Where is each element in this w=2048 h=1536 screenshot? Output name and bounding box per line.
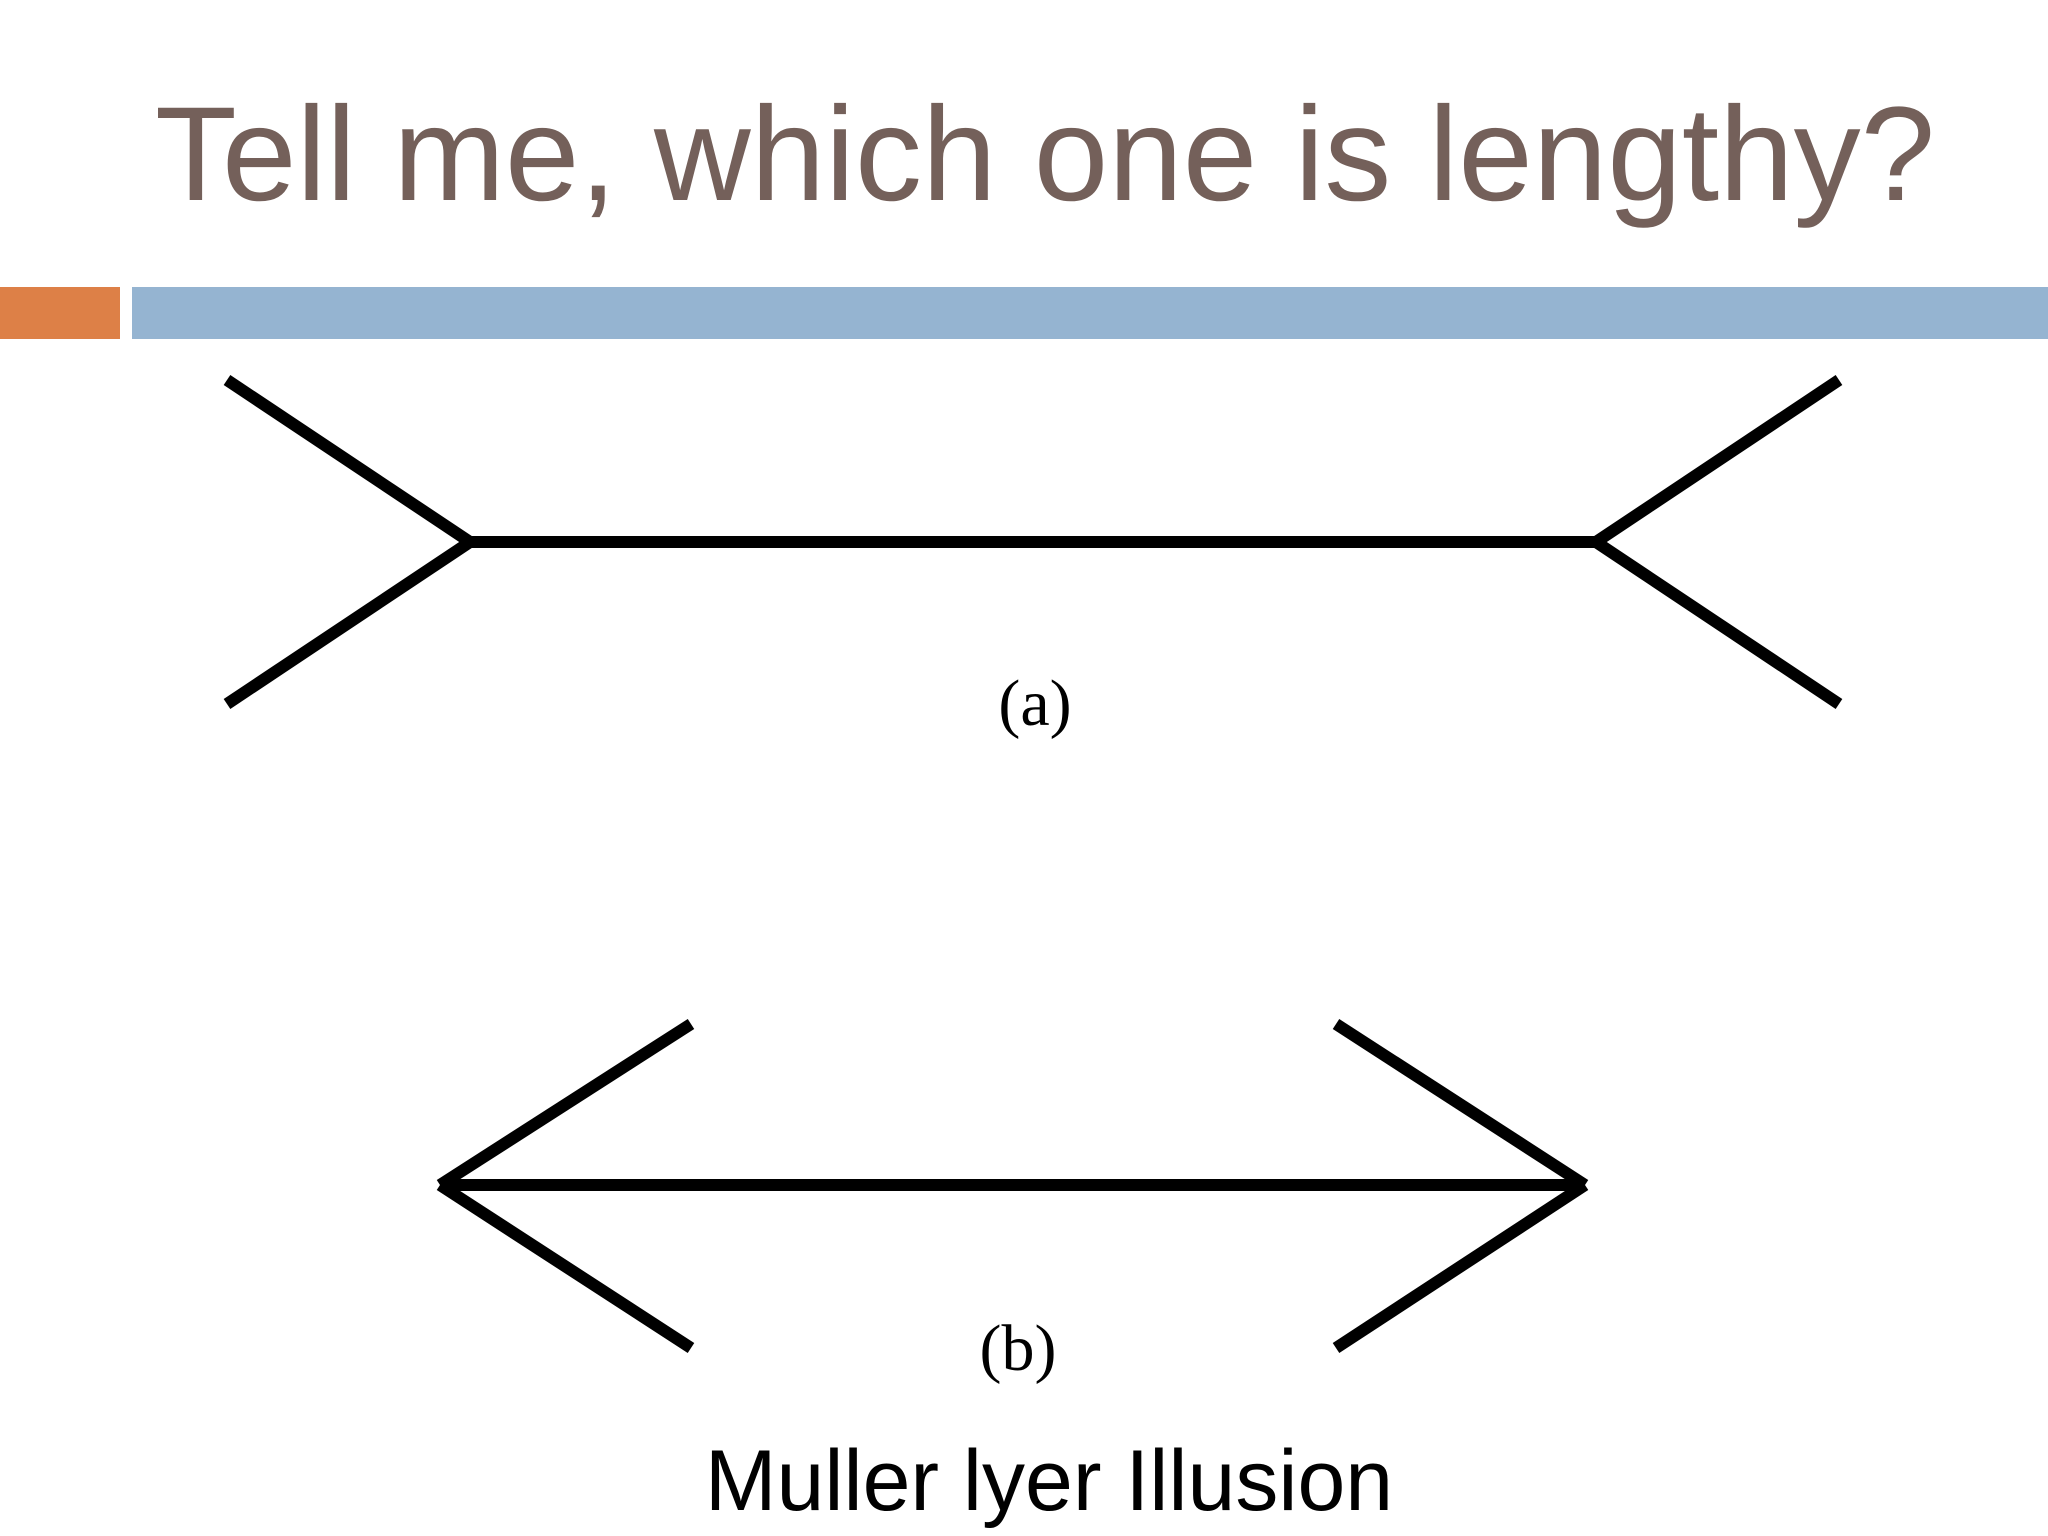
slide-title: Tell me, which one is lengthy? <box>155 80 1936 229</box>
figure-a-right-fin-upper <box>1592 375 1843 547</box>
figure-a-right-fin-lower <box>1592 537 1843 709</box>
figure-a-left-fin-lower <box>223 537 474 709</box>
figure-b-left-arrowhead-upper <box>436 1018 695 1191</box>
figure-a-label: (a) <box>998 667 1071 740</box>
accent-bar-orange <box>0 287 120 339</box>
accent-bar-blue <box>132 287 2048 339</box>
figure-b-left-arrowhead-lower <box>436 1179 695 1354</box>
figure-b-label: (b) <box>980 1312 1057 1385</box>
figure-caption: Muller lyer Illusion <box>704 1433 1394 1529</box>
figure-b <box>436 1018 1589 1354</box>
figure-b-right-arrowhead-lower <box>1332 1179 1589 1354</box>
figure-a-left-fin-upper <box>223 375 474 547</box>
figure-a <box>223 375 1843 709</box>
figure-b-right-arrowhead-upper <box>1332 1018 1589 1191</box>
